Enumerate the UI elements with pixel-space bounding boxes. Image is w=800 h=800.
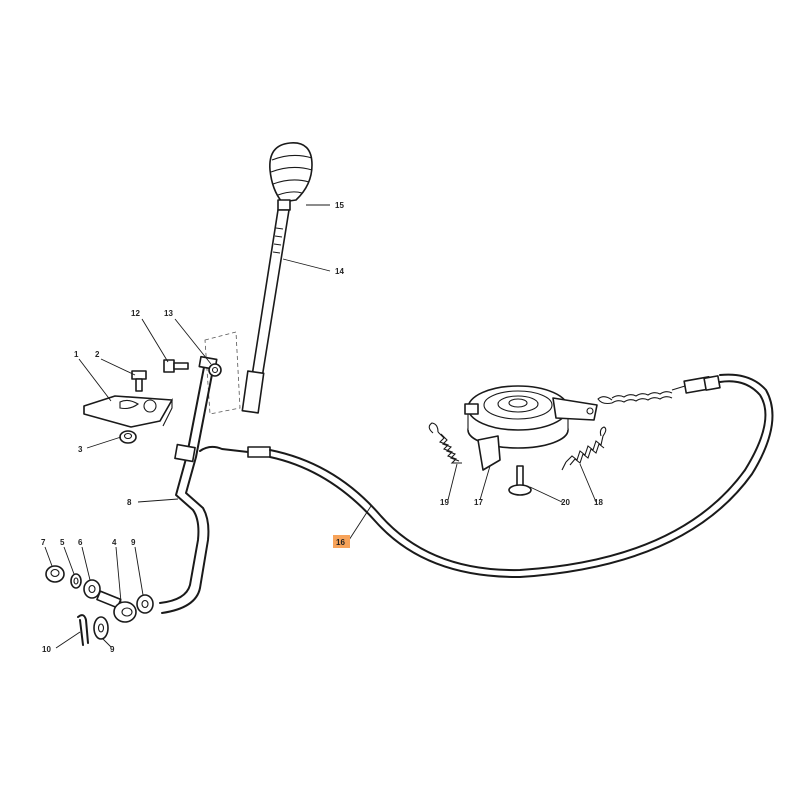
callout-9b: 9 — [110, 645, 115, 654]
part-15-knob — [269, 142, 313, 211]
part-18-spring — [561, 426, 607, 471]
callout-1: 1 — [74, 350, 79, 359]
part-9-washer-upper — [136, 594, 154, 614]
part-2-bolt — [131, 370, 147, 392]
part-7-nut — [45, 565, 65, 583]
callout-5: 5 — [60, 538, 65, 547]
callout-19: 19 — [440, 498, 449, 507]
callout-2: 2 — [95, 350, 100, 359]
part-6-washer — [83, 579, 101, 599]
callout-17: 17 — [474, 498, 483, 507]
part-1-bracket — [83, 395, 173, 428]
part-10-cotter-pin — [77, 614, 89, 646]
part-16-cable — [199, 373, 774, 579]
callout-3: 3 — [78, 445, 83, 454]
part-13-nut — [208, 363, 222, 377]
callout-4: 4 — [112, 538, 117, 547]
callout-9a: 9 — [131, 538, 136, 547]
part-8-shift-lever — [159, 355, 218, 614]
callout-14: 14 — [335, 267, 344, 276]
leader-lines — [44, 204, 597, 649]
callout-20: 20 — [561, 498, 570, 507]
callout-12: 12 — [131, 309, 140, 318]
callout-8: 8 — [127, 498, 132, 507]
part-17-clutch — [464, 385, 598, 471]
part-3-nut — [119, 430, 137, 444]
part-12-bolt — [163, 359, 189, 373]
callout-18: 18 — [594, 498, 603, 507]
part-19-spring — [428, 422, 462, 464]
callout-6: 6 — [78, 538, 83, 547]
part-5-washer — [70, 573, 82, 589]
callout-10: 10 — [42, 645, 51, 654]
callout-16: 16 — [336, 538, 345, 547]
callout-13: 13 — [164, 309, 173, 318]
callout-labels: 1 2 3 12 13 15 14 8 7 5 6 4 9 10 9 16 19… — [41, 201, 603, 654]
callout-16-highlight — [333, 535, 350, 548]
part-20-bolt — [508, 465, 532, 496]
part-4-pin — [96, 590, 137, 623]
part-14-lever-rod — [241, 209, 290, 414]
callout-7: 7 — [41, 538, 46, 547]
part-9-washer-lower — [93, 616, 109, 640]
callout-15: 15 — [335, 201, 344, 210]
